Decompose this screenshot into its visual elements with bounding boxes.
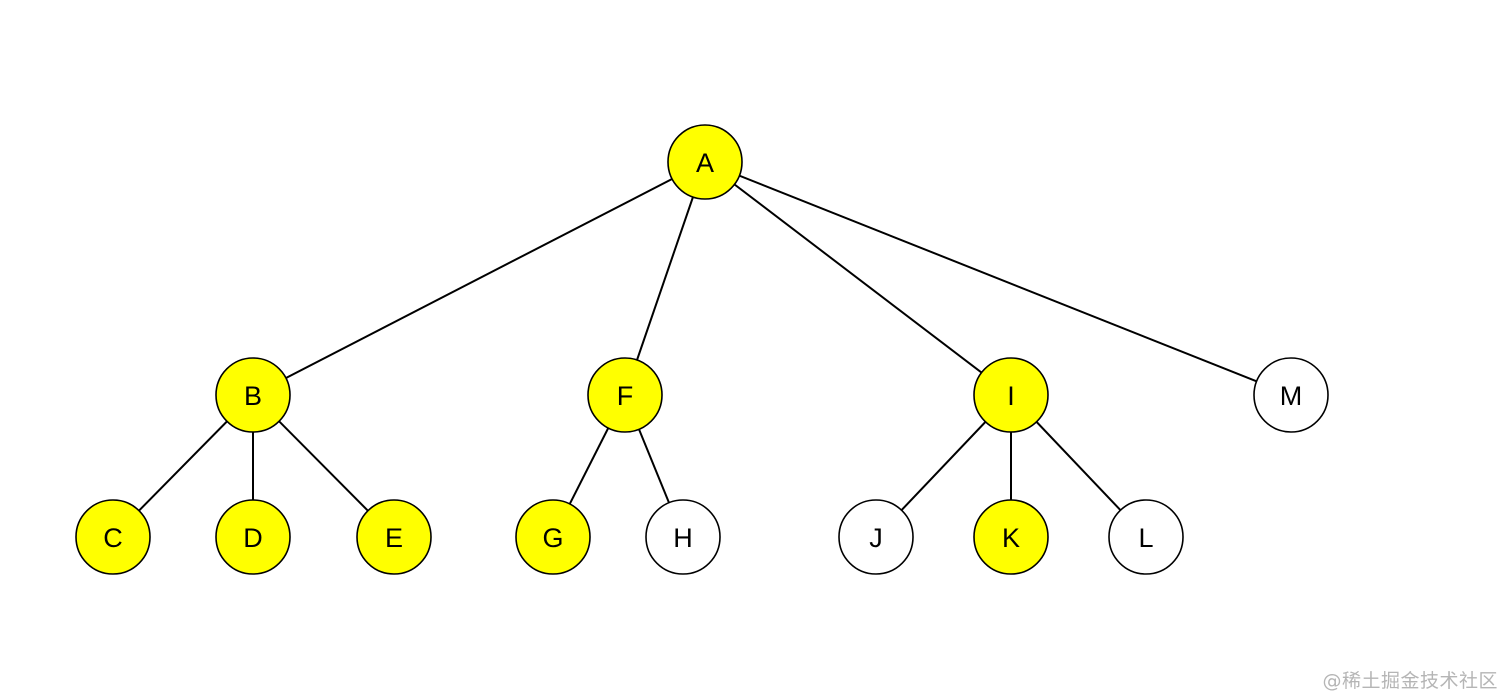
edge-a-m (704, 161, 1292, 396)
tree-node-c: C (75, 499, 151, 575)
node-circle-g (515, 499, 591, 575)
node-label-b: B (244, 381, 262, 411)
edges-layer (112, 161, 1292, 538)
node-circle-j (838, 499, 914, 575)
node-label-g: G (542, 523, 563, 553)
tree-node-l: L (1108, 499, 1184, 575)
nodes-layer: A B F I M C D E G H J K L (75, 124, 1329, 575)
node-circle-h (645, 499, 721, 575)
edge-a-f (624, 161, 706, 396)
tree-node-j: J (838, 499, 914, 575)
edge-a-i (704, 161, 1012, 396)
node-label-m: M (1280, 381, 1303, 411)
node-label-k: K (1002, 523, 1020, 553)
node-circle-a (667, 124, 743, 200)
tree-node-g: G (515, 499, 591, 575)
node-circle-d (215, 499, 291, 575)
node-circle-k (973, 499, 1049, 575)
watermark: @稀土掘金技术社区 (1322, 670, 1498, 692)
node-circle-l (1108, 499, 1184, 575)
tree-node-h: H (645, 499, 721, 575)
tree-node-i: I (973, 357, 1049, 433)
node-circle-b (215, 357, 291, 433)
tree-node-k: K (973, 499, 1049, 575)
node-circle-f (587, 357, 663, 433)
tree-node-m: M (1253, 357, 1329, 433)
edge-a-b (252, 161, 706, 396)
node-label-a: A (696, 148, 714, 178)
node-label-h: H (673, 523, 693, 553)
node-circle-c (75, 499, 151, 575)
node-label-i: I (1007, 381, 1015, 411)
tree-node-f: F (587, 357, 663, 433)
tree-node-d: D (215, 499, 291, 575)
node-label-l: L (1138, 523, 1153, 553)
node-label-e: E (385, 523, 403, 553)
node-circle-e (356, 499, 432, 575)
node-circle-m (1253, 357, 1329, 433)
tree-node-e: E (356, 499, 432, 575)
node-label-d: D (243, 523, 263, 553)
node-label-f: F (617, 381, 634, 411)
node-label-j: J (869, 523, 883, 553)
node-label-c: C (103, 523, 123, 553)
node-circle-i (973, 357, 1049, 433)
tree-node-a: A (667, 124, 743, 200)
tree-node-b: B (215, 357, 291, 433)
